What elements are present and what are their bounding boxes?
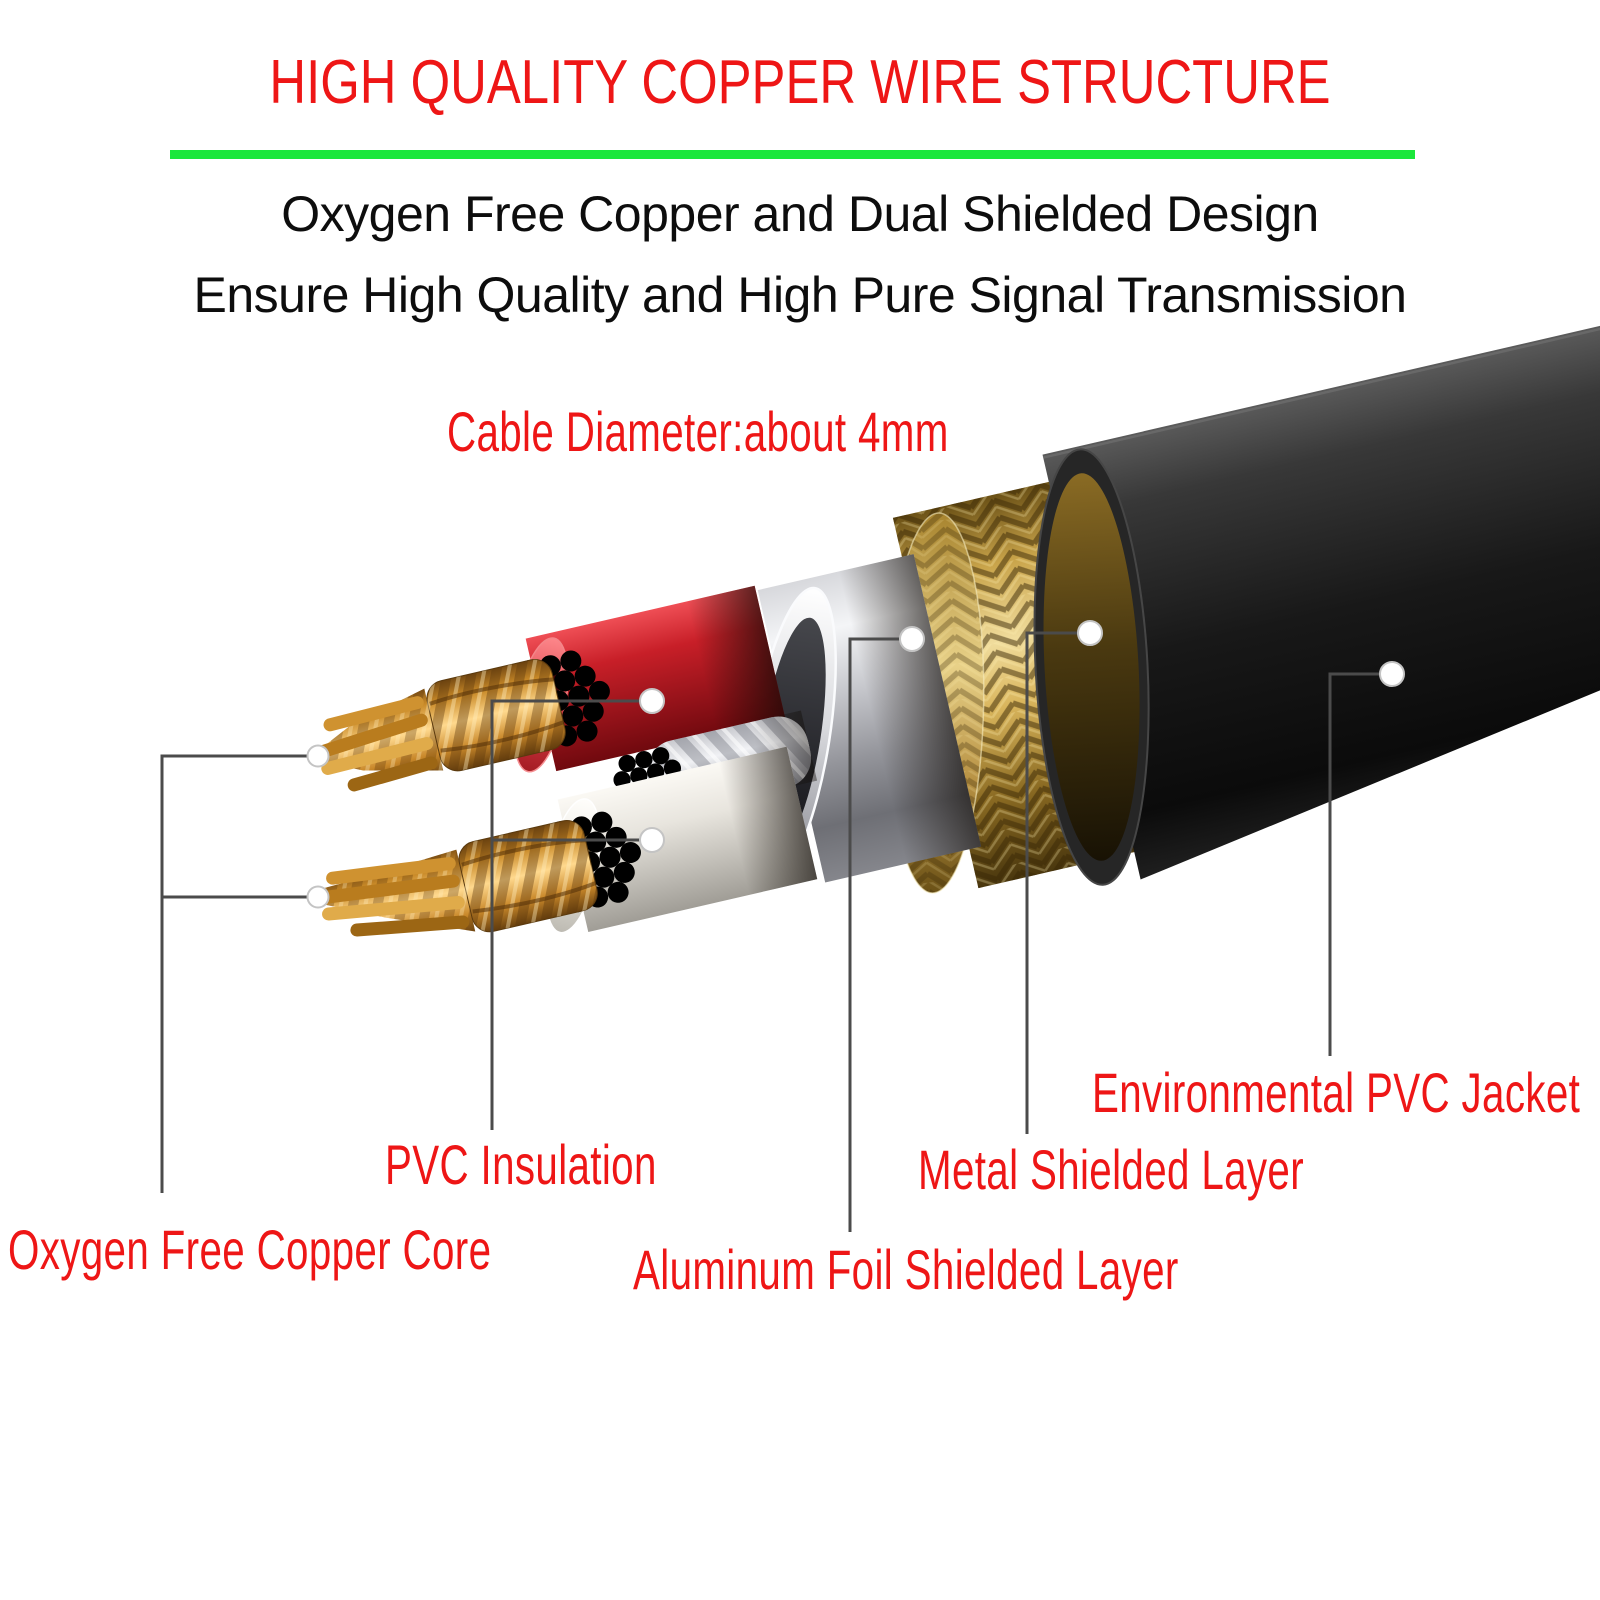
title-underline: [170, 150, 1415, 159]
label-copper-core: Oxygen Free Copper Core: [8, 1218, 492, 1281]
page-title: HIGH QUALITY COPPER WIRE STRUCTURE: [269, 48, 1331, 117]
leader-pvc-insulation: [490, 699, 650, 1130]
label-aluminum-foil: Aluminum Foil Shielded Layer: [633, 1238, 1179, 1301]
callout-dot-aluminum-foil: [899, 626, 925, 652]
pvc-jacket-layer: [1033, 262, 1600, 886]
callout-dot-white-insulation: [639, 827, 665, 853]
label-pvc-insulation: PVC Insulation: [385, 1133, 657, 1196]
callout-dot-metal-shield: [1077, 620, 1103, 646]
leader-metal-shield: [1025, 631, 1088, 1134]
callout-dot-pvc-jacket: [1379, 661, 1405, 687]
callout-dot-copper-top: [306, 744, 330, 768]
callout-dot-red-insulation: [639, 688, 665, 714]
callout-dot-copper-bottom: [306, 885, 330, 909]
label-metal-shield: Metal Shielded Layer: [918, 1138, 1304, 1201]
leader-aluminum-foil: [848, 637, 910, 1232]
label-pvc-jacket: Environmental PVC Jacket: [1092, 1061, 1581, 1124]
cable-diameter-note: Cable Diameter:about 4mm: [447, 400, 949, 463]
red-insulated-core: [309, 585, 786, 792]
red-core-copper-bundle: [309, 659, 566, 792]
white-core-copper-bundle: [308, 819, 598, 937]
subtitle-line-2: Ensure High Quality and High Pure Signal…: [193, 267, 1407, 323]
subtitle-line-1: Oxygen Free Copper and Dual Shielded Des…: [281, 186, 1319, 242]
leader-pvc-jacket: [1328, 672, 1390, 1056]
leader-copper-core: [160, 754, 316, 1193]
white-insulated-core: [308, 746, 818, 937]
